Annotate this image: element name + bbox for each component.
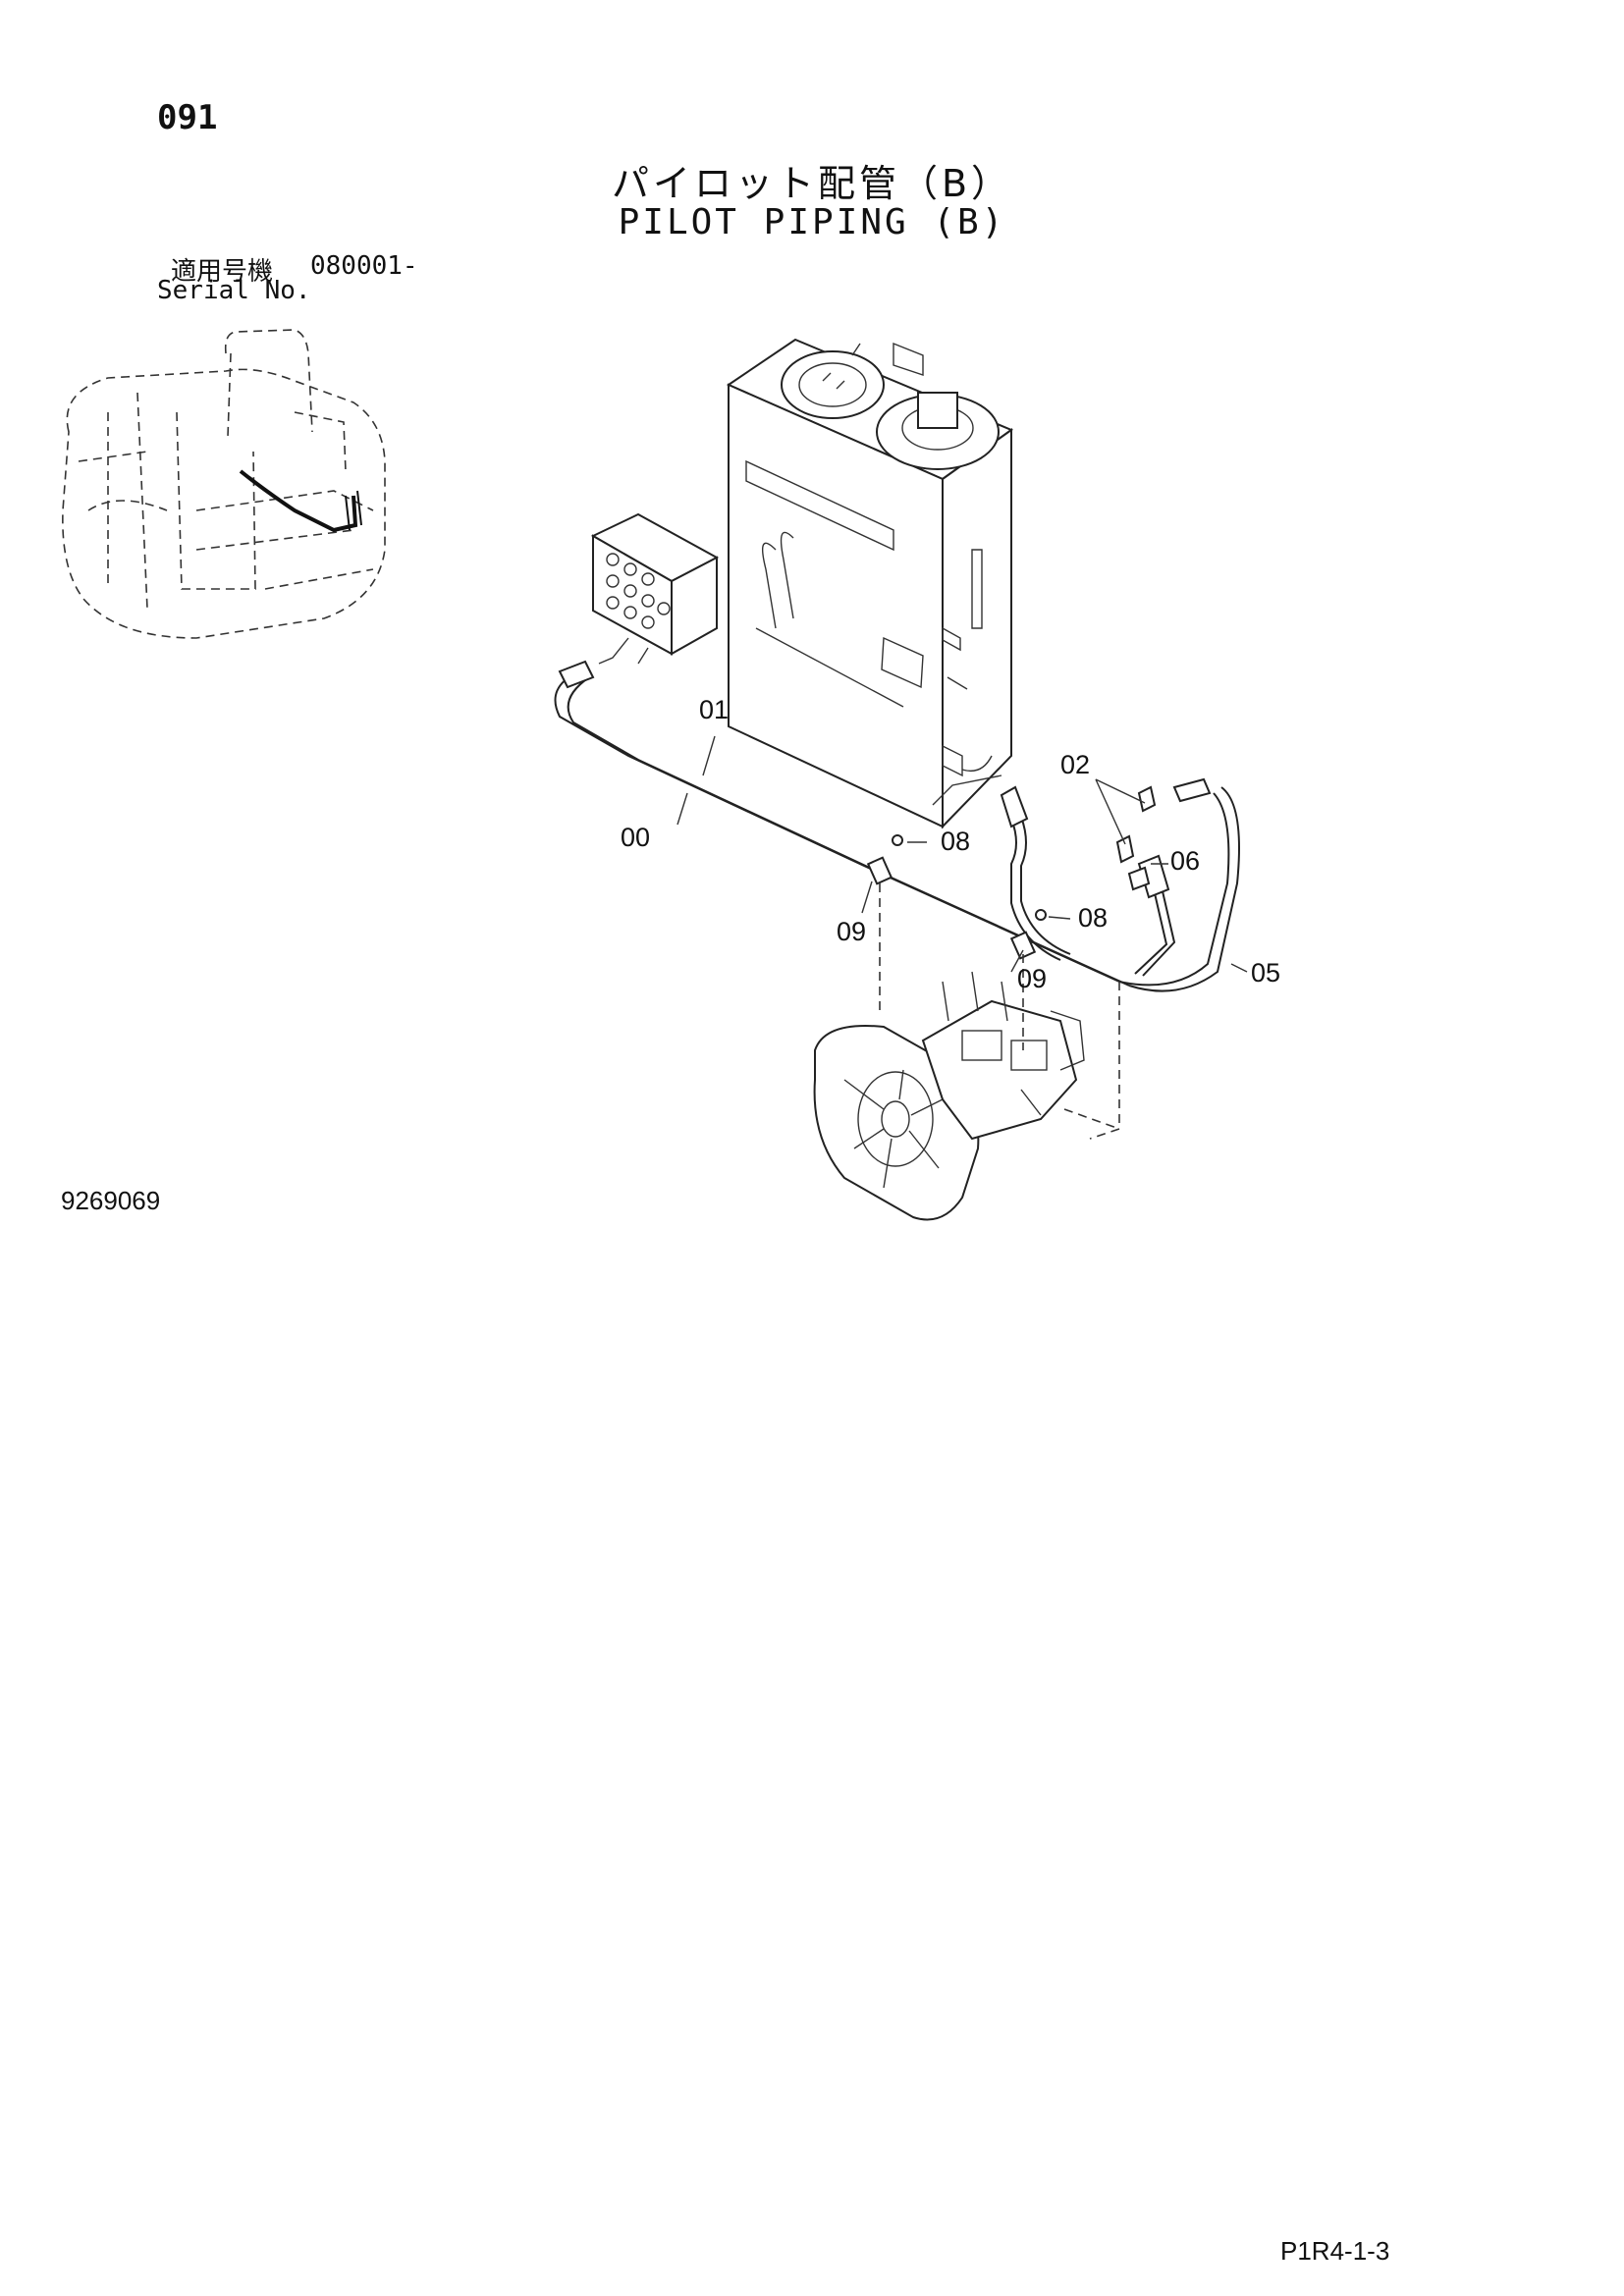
hydraulic-tank xyxy=(726,338,1014,829)
callout-08-upper: 08 xyxy=(941,827,971,856)
callout-05: 05 xyxy=(1251,958,1281,988)
title-english: PILOT PIPING (B) xyxy=(618,202,1006,242)
callout-01: 01 xyxy=(699,695,730,724)
callout-02: 02 xyxy=(1060,750,1091,779)
serial-label-japanese: 適用号機 xyxy=(171,257,274,287)
callout-09-right: 09 xyxy=(1017,964,1048,993)
fittings xyxy=(892,785,1157,921)
callout-09-left: 09 xyxy=(837,917,867,946)
callout-leaders xyxy=(677,735,1248,973)
pilot-hoses xyxy=(554,660,1240,992)
page-reference: P1R4-1-3 xyxy=(1280,2236,1390,2266)
alignment-lines xyxy=(879,883,1120,1140)
page-number: 091 xyxy=(157,98,218,137)
serial-value: 080001- xyxy=(310,251,418,281)
serial-label-english: Serial No. xyxy=(157,276,311,305)
machine-locator-thumbnail xyxy=(62,329,386,639)
pump-assembly xyxy=(813,971,1085,1221)
pilot-valve-block xyxy=(590,512,720,665)
callout-06: 06 xyxy=(1170,846,1201,876)
callout-08-lower: 08 xyxy=(1078,903,1109,933)
callout-00: 00 xyxy=(621,823,651,852)
figure-number: 9269069 xyxy=(61,1186,161,1215)
title-japanese: パイロット配管（B） xyxy=(611,162,1013,205)
